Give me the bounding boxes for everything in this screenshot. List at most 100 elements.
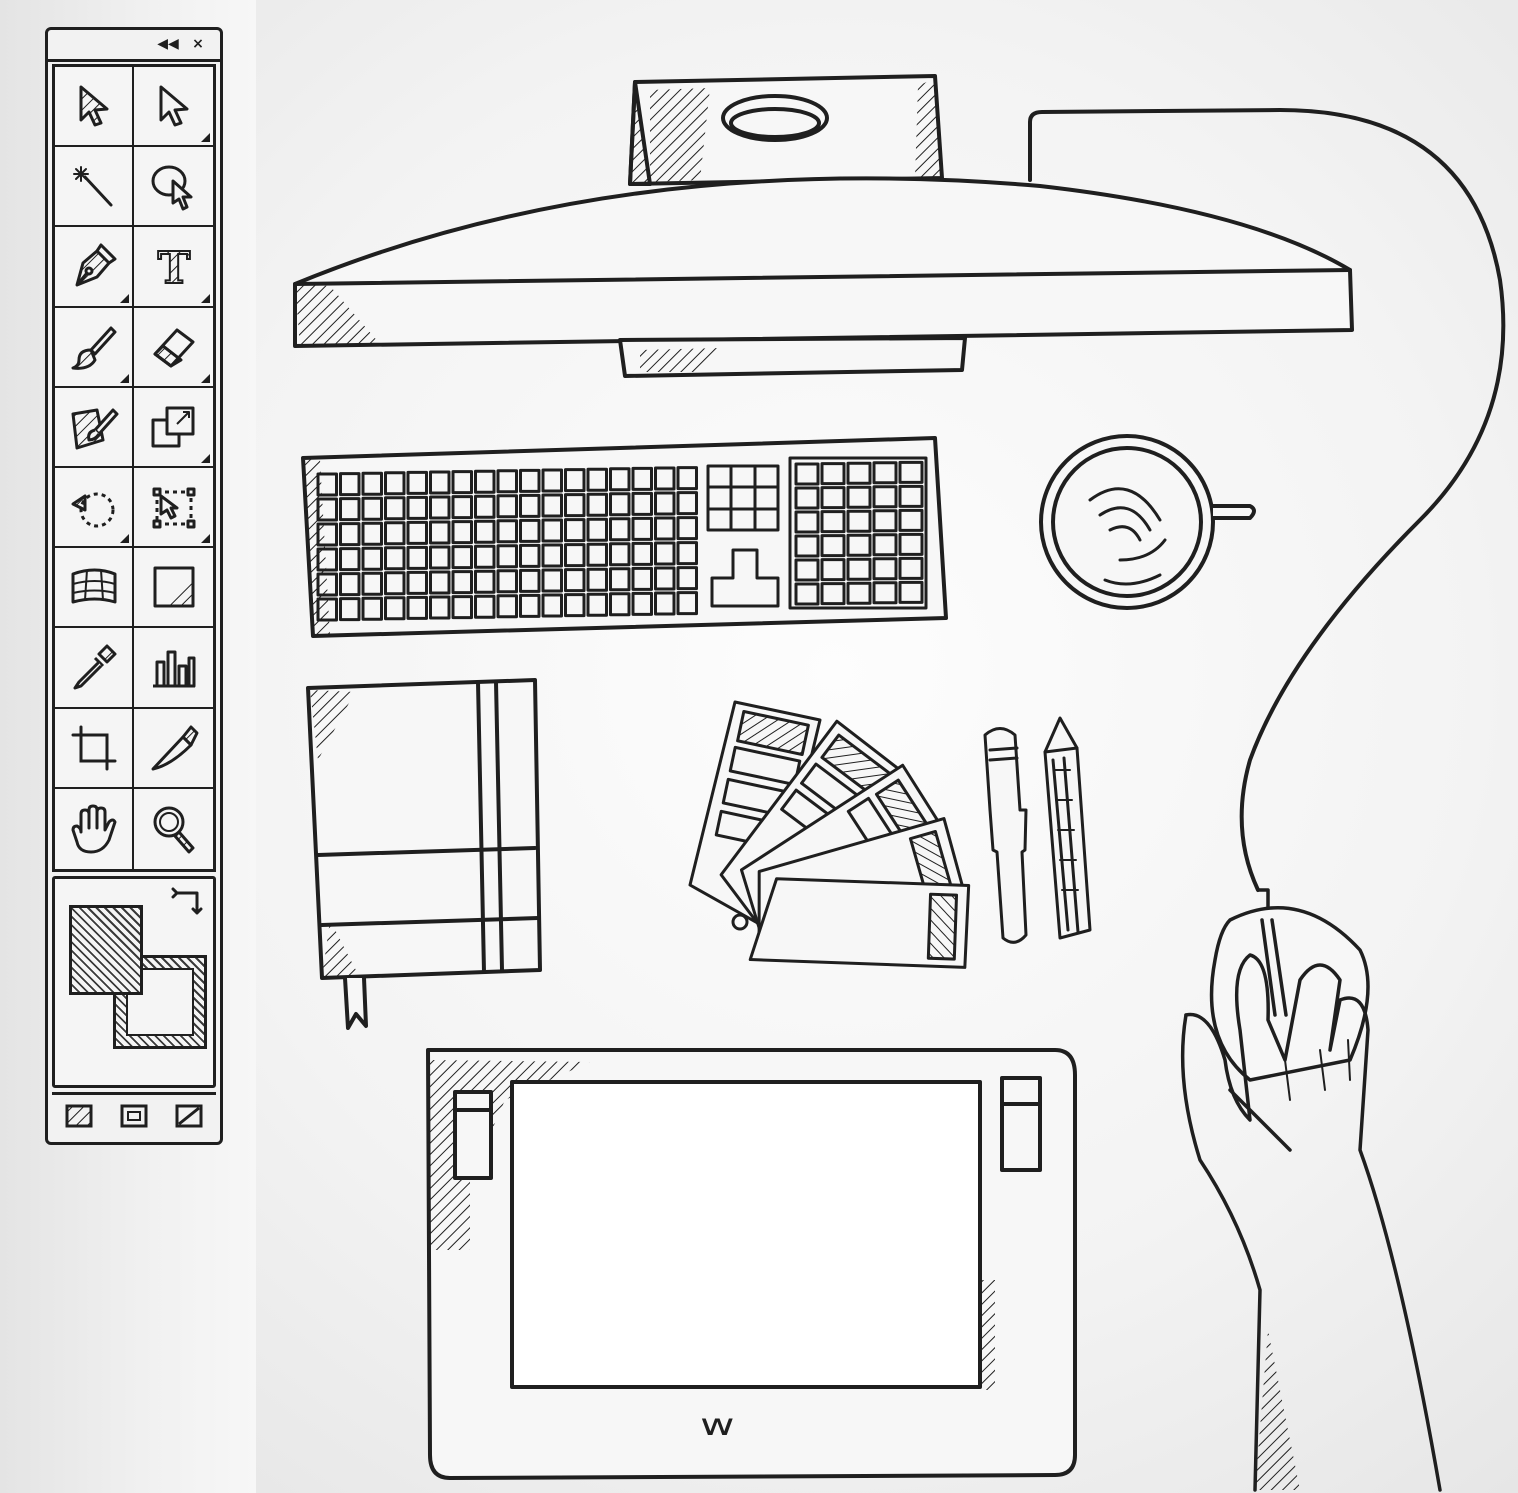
tool-move[interactable]: [55, 67, 134, 148]
keyboard-key: [872, 461, 898, 485]
tool-eraser[interactable]: [134, 308, 213, 388]
mouse-with-hand: [1180, 888, 1442, 1492]
tool-lasso[interactable]: [134, 147, 213, 228]
swap-arrows-icon[interactable]: [171, 883, 207, 919]
keyboard-key: [496, 594, 518, 619]
flyout-indicator: [201, 534, 210, 544]
tool-magic-wand[interactable]: [55, 147, 134, 228]
keyboard-key: [361, 471, 383, 496]
tool-zoom[interactable]: [134, 789, 213, 869]
drawing-tablet: [426, 1048, 1077, 1480]
keyboard-key: [339, 522, 361, 547]
magic-wand-tool-icon: [72, 166, 112, 207]
keyboard-key: [474, 569, 496, 594]
type-tool-icon: T: [156, 242, 191, 293]
tool-direct-selection[interactable]: [134, 67, 213, 148]
screen-mode-icon[interactable]: [119, 1103, 149, 1129]
keyboard-key: [898, 460, 924, 484]
tool-transform[interactable]: [134, 388, 213, 468]
keyboard-key: [474, 594, 496, 619]
fill-mode-icon[interactable]: [64, 1103, 94, 1129]
keyboard-key: [794, 462, 820, 486]
keyboard-key: [872, 509, 898, 533]
keyboard-key: [339, 547, 361, 572]
tool-type[interactable]: T: [134, 227, 213, 308]
keyboard-key: [586, 542, 608, 567]
keyboard-key: [451, 595, 473, 620]
notebook: [306, 678, 542, 1030]
keyboard-key: [872, 581, 898, 605]
keyboard-key: [586, 567, 608, 592]
lasso-selection-tool-icon: [151, 165, 192, 211]
keyboard-key: [496, 494, 518, 519]
tool-eyedropper[interactable]: [55, 628, 134, 709]
mesh-tool-icon: [71, 568, 116, 604]
tool-pen[interactable]: [55, 227, 134, 308]
color-selector: [52, 876, 216, 1088]
keyboard-key: [541, 518, 563, 543]
free-transform-tool-icon: [152, 487, 195, 529]
keyboard-key: [519, 593, 541, 618]
keyboard-key: [429, 520, 451, 545]
toolbox-title-bar[interactable]: ◀◀ ×: [48, 30, 220, 62]
keyboard-key: [429, 595, 451, 620]
keyboard-key: [846, 557, 872, 581]
keyboard-key: [429, 470, 451, 495]
flyout-indicator: [201, 293, 210, 303]
keyboard-key: [898, 508, 924, 532]
keyboard-key: [451, 570, 473, 595]
tool-mesh[interactable]: [55, 548, 134, 629]
keyboard-key: [384, 496, 406, 521]
none-mode-icon[interactable]: [174, 1103, 204, 1129]
keyboard-key: [631, 566, 653, 591]
keyboard-key: [541, 543, 563, 568]
tool-free-transform[interactable]: [134, 468, 213, 549]
keyboard-key: [609, 492, 631, 517]
keyboard-key: [846, 533, 872, 557]
keyboard-key: [384, 546, 406, 571]
keyboard-key: [676, 516, 698, 541]
keyboard-key: [898, 580, 924, 604]
tool-paintbrush[interactable]: [55, 307, 134, 388]
keyboard-key: [451, 470, 473, 495]
keyboard-key: [676, 541, 698, 566]
tool-hand[interactable]: [55, 788, 134, 869]
tool-rotate[interactable]: [55, 467, 134, 549]
keyboard-key: [564, 493, 586, 518]
keyboard-key: [794, 534, 820, 558]
keyboard-key: [519, 493, 541, 518]
keyboard-key: [316, 472, 338, 497]
tool-graph[interactable]: [134, 628, 213, 709]
keyboard-key: [586, 492, 608, 517]
flyout-indicator: [201, 133, 210, 143]
collapse-panel-button[interactable]: ◀◀: [157, 36, 179, 52]
pencil: [1043, 716, 1092, 940]
tool-crop[interactable]: [55, 708, 134, 789]
tablet-logo: w: [700, 1408, 735, 1443]
color-swatch-fan: [688, 700, 971, 969]
keyboard-key: [564, 568, 586, 593]
keyboard-key: [609, 592, 631, 617]
tool-knife[interactable]: [134, 709, 213, 789]
keyboard-key: [609, 542, 631, 567]
tool-fill[interactable]: [55, 387, 134, 468]
eraser-tool-icon: [153, 328, 194, 368]
tool-gradient[interactable]: [134, 548, 213, 629]
keyboard-key: [361, 596, 383, 621]
keyboard-key: [496, 519, 518, 544]
keyboard-key: [361, 521, 383, 546]
keyboard-key: [898, 556, 924, 580]
keyboard-key: [676, 491, 698, 516]
monitor: [293, 74, 1354, 378]
fill-color-swatch[interactable]: [69, 905, 143, 995]
paintbrush-tool-icon: [71, 326, 116, 370]
close-panel-button[interactable]: ×: [192, 36, 204, 52]
keyboard-key: [872, 485, 898, 509]
keyboard-key: [586, 517, 608, 542]
gradient-tool-icon: [153, 566, 194, 608]
keyboard-key: [794, 510, 820, 534]
keyboard-key: [406, 520, 428, 545]
toolbox-panel[interactable]: ◀◀ × T: [45, 27, 223, 1145]
